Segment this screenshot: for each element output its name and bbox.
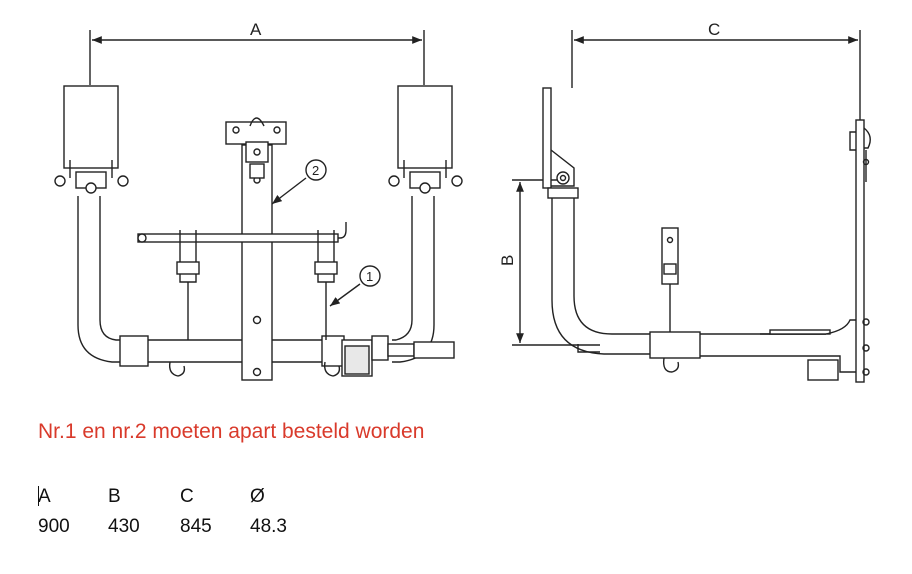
- dimensions-table: A B C Ø 900 430 845 48.3: [38, 482, 310, 542]
- dimension-label-c: C: [708, 20, 720, 39]
- technical-drawing: A 2 1: [54, 20, 871, 383]
- table-header-row: A B C Ø: [38, 482, 310, 512]
- value-a: 900: [38, 516, 70, 537]
- front-view: [54, 30, 463, 381]
- value-diameter: 48.3: [250, 516, 287, 537]
- value-b: 430: [108, 516, 140, 537]
- value-c: 845: [180, 516, 212, 537]
- header-diameter: Ø: [250, 486, 265, 507]
- header-c: C: [180, 486, 194, 507]
- callout-number-2: 2: [312, 163, 319, 178]
- dimension-label-a: A: [250, 20, 262, 39]
- side-view: [512, 30, 871, 383]
- table-row: 900 430 845 48.3: [38, 512, 310, 542]
- dimension-label-b: B: [498, 255, 517, 266]
- header-b: B: [108, 486, 121, 507]
- callout-number-1: 1: [366, 269, 373, 284]
- header-a: A: [38, 486, 51, 507]
- order-note: Nr.1 en nr.2 moeten apart besteld worden: [38, 420, 425, 443]
- text-cursor: [38, 485, 39, 506]
